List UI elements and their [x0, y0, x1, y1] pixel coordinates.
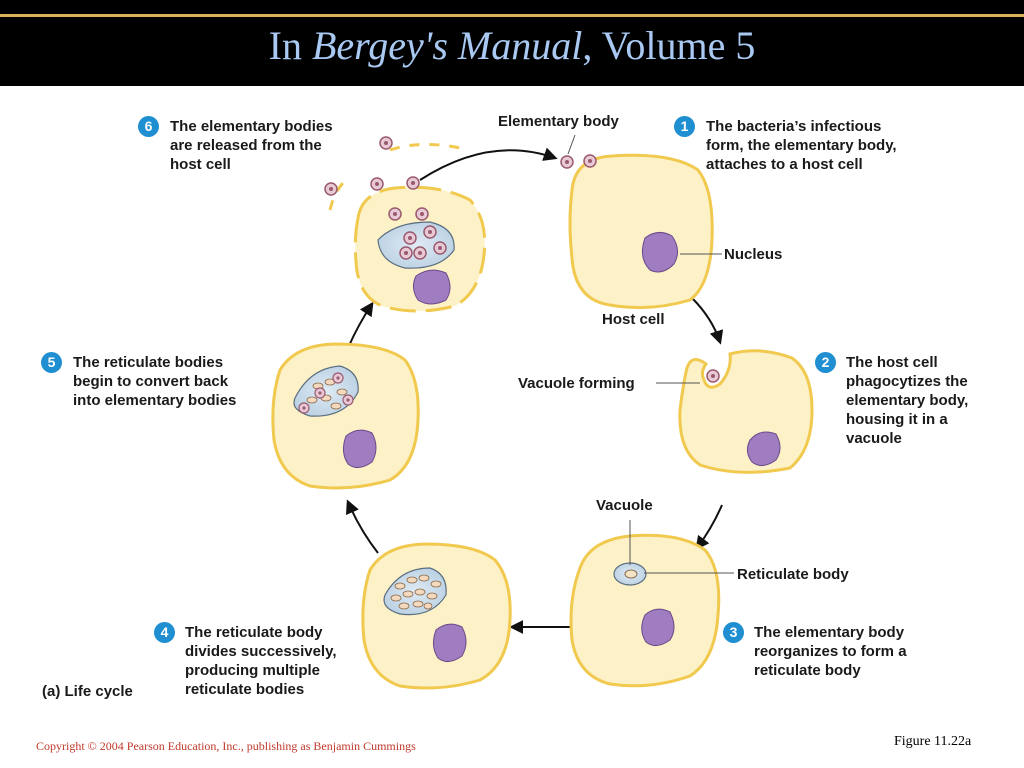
stage-6-line: host cell [170, 156, 231, 173]
slide-title: In Bergey's Manual, Volume 5 [0, 18, 1024, 74]
stage-3-description: The elementary body reorganizes to form … [754, 623, 907, 680]
callout-vacuole: Vacuole [596, 497, 653, 514]
stage-2-line: The host cell [846, 354, 938, 371]
host-cell-stage-5 [271, 342, 420, 490]
stage-1-line: form, the elementary body, [706, 137, 897, 154]
stage-3-line: reticulate body [754, 662, 861, 679]
stage-3-badge: 3 [723, 622, 744, 643]
stage-2-description: The host cell phagocytizes the elementar… [846, 353, 968, 448]
header-rule [0, 14, 1024, 17]
stage-1-line: attaches to a host cell [706, 156, 863, 173]
panel-caption: (a) Life cycle [42, 682, 133, 701]
panel-tag: (a) [42, 683, 61, 700]
stage-4-description: The reticulate body divides successively… [185, 623, 337, 699]
callout-vacuole-forming: Vacuole forming [518, 375, 635, 392]
arrow-2-to-3 [695, 504, 723, 551]
title-prefix: In [268, 23, 312, 68]
title-italic: Bergey's Manual [311, 23, 583, 68]
callout-reticulate-body: Reticulate body [737, 566, 849, 583]
stage-4-line: The reticulate body [185, 624, 323, 641]
host-cell-stage-4 [361, 542, 512, 690]
arrow-1-to-2 [691, 297, 724, 345]
stage-5-line: begin to convert back [73, 373, 229, 390]
callout-nucleus: Nucleus [724, 246, 783, 263]
stage-2-line: elementary body, [846, 392, 969, 409]
host-cell-stage-1 [560, 153, 714, 310]
host-cell-stage-3 [569, 533, 721, 688]
stage-1-line: The bacteria’s infectious [706, 118, 882, 135]
chlamydia-life-cycle-diagram [271, 134, 814, 690]
stage-6-line: are released from the [170, 137, 322, 154]
nucleus-icon [641, 232, 678, 273]
stage-2-line: phagocytizes the [846, 373, 968, 390]
callout-elementary-body: Elementary body [498, 113, 619, 130]
stage-6-line: The elementary bodies [170, 118, 333, 135]
stage-4-line: reticulate bodies [185, 681, 305, 698]
stage-6-description: The elementary bodies are released from … [170, 117, 333, 174]
arrow-5-to-6 [347, 301, 374, 349]
stage-4-line: divides successively, [185, 643, 337, 660]
stage-5-description: The reticulate bodies begin to convert b… [73, 353, 236, 410]
stage-6-badge: 6 [138, 116, 159, 137]
panel-label: Life cycle [64, 683, 133, 700]
callout-host-cell: Host cell [602, 311, 665, 328]
stage-5-badge: 5 [41, 352, 62, 373]
stage-3-line: The elementary body [754, 624, 905, 641]
stage-1-badge: 1 [674, 116, 695, 137]
stage-2-badge: 2 [815, 352, 836, 373]
slide-header: In Bergey's Manual, Volume 5 [0, 0, 1024, 86]
stage-4-badge: 4 [154, 622, 175, 643]
stage-5-line: The reticulate bodies [73, 354, 224, 371]
host-cell-stage-6 [324, 136, 487, 313]
host-cell-stage-2 [678, 349, 814, 474]
stage-1-description: The bacteria’s infectious form, the elem… [706, 117, 897, 174]
arrow-4-to-5 [345, 499, 379, 554]
stage-2-line: housing it in a [846, 411, 948, 428]
stage-5-line: into elementary bodies [73, 392, 237, 409]
title-suffix: , Volume 5 [582, 23, 756, 68]
stage-3-line: reorganizes to form a [754, 643, 907, 660]
figure-number: Figure 11.22a [894, 734, 972, 749]
stage-2-line: vacuole [846, 430, 902, 447]
arrow-6-to-1 [419, 147, 558, 181]
stage-4-line: producing multiple [185, 662, 320, 679]
copyright-notice: Copyright © 2004 Pearson Education, Inc.… [36, 739, 416, 753]
